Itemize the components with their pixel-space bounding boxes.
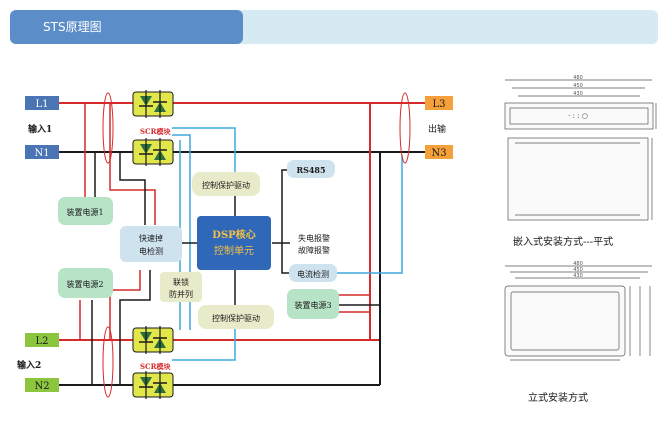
svg-text:电流检测: 电流检测	[297, 269, 329, 279]
input1-label: 输入1	[28, 123, 52, 135]
svg-text:故障报警: 故障报警	[298, 245, 330, 255]
svg-text:RS485: RS485	[296, 165, 325, 175]
dim-top-430: 430	[573, 91, 583, 97]
vertical-install-caption: 立式安装方式	[528, 391, 588, 404]
svg-text:装置电源2: 装置电源2	[66, 279, 103, 289]
control-drive-bottom: 控制保护驱动	[198, 305, 274, 329]
svg-text:N3: N3	[431, 148, 446, 159]
svg-text:N1: N1	[34, 148, 49, 159]
output-label: 出输	[428, 123, 446, 135]
fast-power-loss-detect: 快速掉 电检测	[120, 226, 182, 262]
svg-text:L2: L2	[35, 336, 48, 347]
power-supply-3: 装置电源3	[287, 289, 339, 319]
dim-top-450: 450	[573, 83, 583, 89]
terminal-n1: N1	[25, 145, 59, 159]
svg-text:防并列: 防并列	[169, 289, 193, 299]
power-supply-2: 装置电源2	[58, 268, 113, 298]
header-tab[interactable]	[10, 10, 243, 44]
scr-module-bottom	[132, 325, 174, 400]
svg-text:N2: N2	[34, 381, 49, 392]
rs485-block: RS485	[287, 160, 335, 178]
current-transformers	[102, 92, 411, 398]
svg-text:装置电源1: 装置电源1	[66, 207, 103, 217]
svg-text:控制单元: 控制单元	[214, 244, 254, 257]
svg-text:电检测: 电检测	[139, 246, 163, 256]
svg-text:失电报警: 失电报警	[298, 233, 330, 243]
alarm-block: 失电报警 故障报警	[298, 233, 330, 255]
scr-bottom-label: SCR模块	[140, 362, 171, 371]
vertical-install-drawing	[504, 265, 652, 361]
page-title: STS原理图	[43, 20, 102, 34]
embedded-install-drawing	[504, 79, 657, 221]
svg-text:装置电源3: 装置电源3	[294, 300, 331, 310]
scr-top-label: SCR模块	[140, 127, 171, 136]
svg-text:控制保护驱动: 控制保护驱动	[212, 313, 260, 323]
embedded-install-caption: 嵌入式安装方式---平式	[513, 235, 613, 248]
dim-bottom-480: 480	[573, 261, 583, 267]
terminal-l2: L2	[25, 333, 59, 347]
dim-bottom-450: 450	[573, 267, 583, 273]
scr-module-top	[132, 89, 174, 167]
terminal-n3: N3	[425, 145, 453, 159]
svg-text:控制保护驱动: 控制保护驱动	[202, 180, 250, 190]
interlock-block: 联锁 防并列	[160, 272, 202, 302]
svg-text:L3: L3	[432, 99, 445, 110]
svg-text:DSP核心: DSP核心	[212, 228, 255, 241]
dim-top-480: 480	[573, 75, 583, 81]
terminal-n2: N2	[25, 378, 59, 392]
input2-label: 输入2	[17, 359, 41, 371]
power-supply-1: 装置电源1	[58, 197, 113, 225]
dim-bottom-430: 430	[573, 273, 583, 279]
panel-indicators: · : : ○	[568, 112, 588, 120]
control-drive-top: 控制保护驱动	[192, 172, 260, 196]
svg-text:联锁: 联锁	[173, 277, 189, 287]
terminal-l3: L3	[425, 96, 453, 110]
svg-text:快速掉: 快速掉	[139, 233, 163, 243]
svg-text:L1: L1	[35, 99, 48, 110]
terminal-l1: L1	[25, 96, 59, 110]
current-detect-block: 电流检测	[289, 264, 337, 282]
dsp-core-unit: DSP核心 控制单元	[197, 216, 271, 270]
